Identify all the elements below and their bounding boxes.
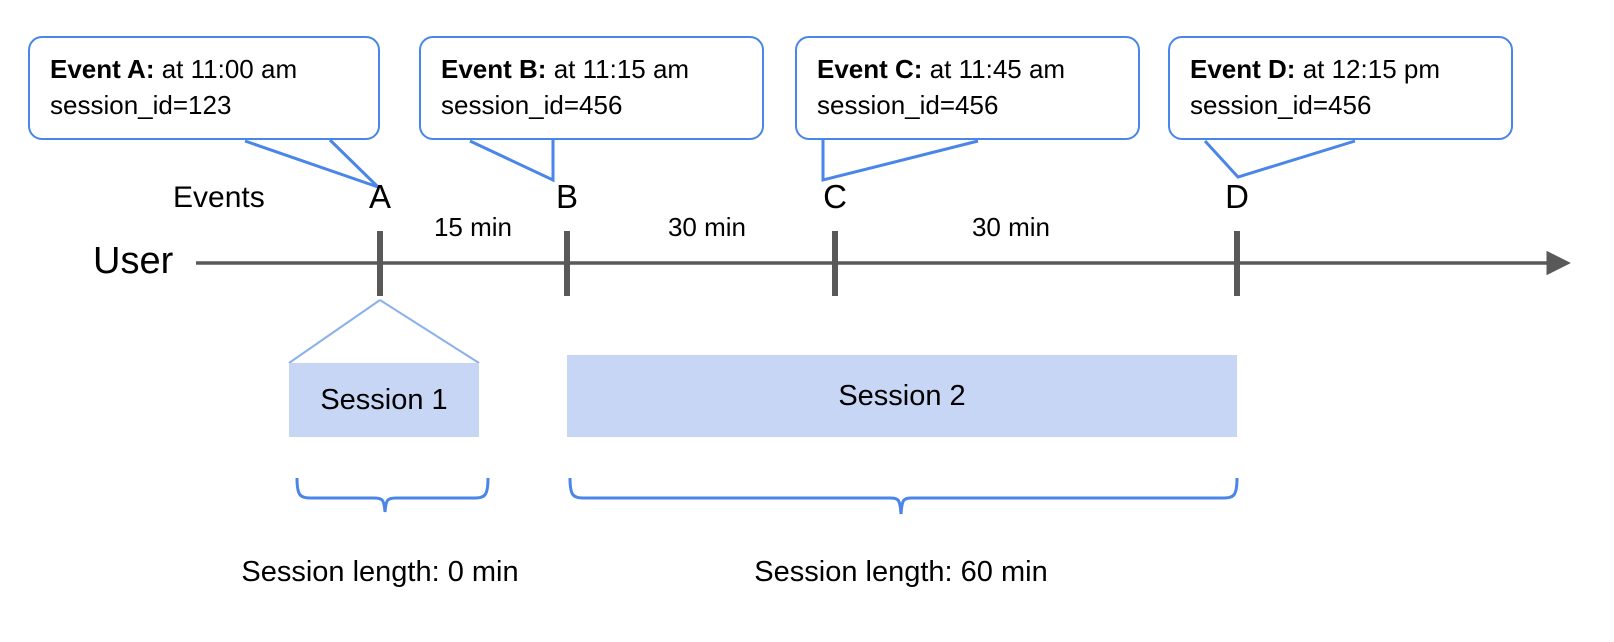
callout-event-a: Event A: at 11:00 am session_id=123 xyxy=(28,36,380,140)
session1-brace xyxy=(295,477,490,513)
callout-c-session-id: session_id=456 xyxy=(817,89,999,120)
callout-event-d: Event D: at 12:15 pm session_id=456 xyxy=(1168,36,1513,140)
callout-a-label: Event A: xyxy=(50,54,155,84)
tick-label-c: C xyxy=(823,178,847,215)
interval-label-b-c: 30 min xyxy=(667,212,747,242)
callout-d-session-id: session_id=456 xyxy=(1190,89,1372,120)
callout-event-b: Event B: at 11:15 am session_id=456 xyxy=(419,36,764,140)
session-bar-1: Session 1 xyxy=(289,363,479,437)
callout-a-session-id: session_id=123 xyxy=(50,89,232,120)
callout-d-label: Event D: xyxy=(1190,54,1296,84)
callout-c-label: Event C: xyxy=(817,54,923,84)
callout-b-session-id: session_id=456 xyxy=(441,89,623,120)
session-bar-2: Session 2 xyxy=(567,355,1237,437)
callout-tail-c xyxy=(821,139,979,182)
interval-label-c-d: 30 min xyxy=(971,212,1051,242)
interval-label-a-b: 15 min xyxy=(433,212,513,242)
callout-event-c: Event C: at 11:45 am session_id=456 xyxy=(795,36,1140,140)
session1-connector-lines xyxy=(288,299,480,364)
user-row-label: User xyxy=(93,240,174,282)
callout-b-label: Event B: xyxy=(441,54,547,84)
callout-tail-a xyxy=(244,138,380,189)
tick-label-a: A xyxy=(368,178,392,215)
callout-tail-b xyxy=(469,139,555,183)
callout-c-time: at 11:45 am xyxy=(922,54,1066,84)
callout-a-time: at 11:00 am xyxy=(154,54,298,84)
tick-label-d: D xyxy=(1225,178,1249,215)
callout-d-time: at 12:15 pm xyxy=(1295,54,1441,84)
callout-b-time: at 11:15 am xyxy=(546,54,690,84)
session-1-length-label: Session length: 0 min xyxy=(241,556,519,588)
session-2-length-label: Session length: 60 min xyxy=(754,556,1048,588)
session2-brace xyxy=(568,477,1239,515)
tick-label-b: B xyxy=(555,178,579,215)
callout-tail-d xyxy=(1203,139,1356,179)
events-row-label: Events xyxy=(173,181,265,214)
